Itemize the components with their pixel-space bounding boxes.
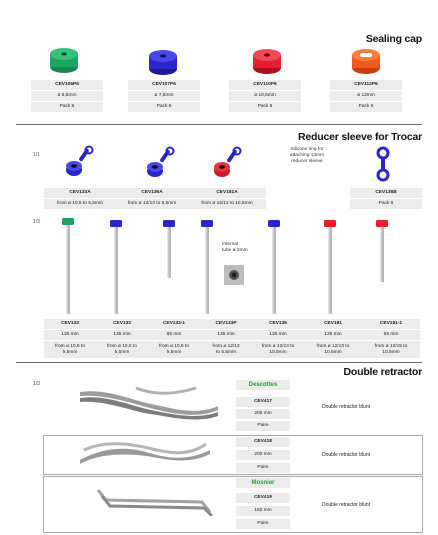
section-divider [16,124,422,125]
ring-ref: CEV136A [116,188,188,199]
retractor-pack: Paire [236,463,290,474]
sleeve-length: 135 mm [252,330,304,341]
ring-pack: Pack 6 [350,199,422,210]
reducer-sleeve-rod [110,220,122,314]
sleeve-range: from ø 10,5 to 5,5mm [44,341,96,359]
sleeve-range: from ø 12/15 to 10,5mm [362,341,420,359]
sleeve-length: 65 mm [362,330,420,341]
retractor-brand: Mosnier [236,478,290,489]
retractor-length: 200 mm [236,450,290,461]
reducer-sleeve-rod [201,220,213,314]
sleeve-ref: CEV133-1 [148,319,200,330]
internal-tube-icon [224,265,244,285]
reducer-ring-blue [147,146,175,177]
sleeve-ref: CEV181-1 [362,319,420,330]
cap-size: ø 10,5mm [229,91,301,102]
retractor-image [80,442,210,464]
reducer-sleeve-rod [62,218,74,314]
internal-tube-note: Internal tube ø 3mm [222,242,248,253]
sleeve-ref: CEV136 [252,319,304,330]
reducer-sleeve-rod [324,220,336,314]
cap-ref: CEV112P6 [330,80,402,91]
reducer-sleeve-short [163,220,175,278]
cap-size: ø 7,5mm [128,91,200,102]
retractor-pack: Paire [236,421,290,432]
sleeve-length: 135 mm [44,330,96,341]
sealing-cap-green [50,48,78,73]
ring-ref: CEV133A [44,188,116,199]
retractor-pack: Paire [236,519,290,530]
section-divider [16,362,422,363]
sleeve-length: 135 mm [96,330,148,341]
sleeve-ref: CEV181 [304,319,362,330]
retractor-row-frame [43,476,423,533]
cap-pack: Pack 6 [31,102,103,113]
reducer-sleeve-short [376,220,388,282]
sleeve-range: from ø 10,5 to 5,5mm [96,341,148,359]
retractor-image [96,489,214,516]
retractor-ref: CEV417 [236,397,290,408]
reducer-title: Reducer sleeve for Trocar [298,131,422,143]
cap-ref: CEV107P6 [128,80,200,91]
scale-label: 1/3 [33,381,40,387]
cap-size: ø 12mm [330,91,402,102]
cap-pack: Pack 6 [330,102,402,113]
reducer-ring-red [214,146,242,177]
retractor-ref: CEV419 [236,493,290,504]
scale-label: 1/1 [33,152,40,158]
retractor-ref: CEV418 [236,437,290,448]
ring-range: from ø 12/13 to 10,5mm [188,199,266,210]
silicone-ring-icon [376,146,390,182]
sealing-cap-red [253,49,281,74]
retractor-description: Double retractor blunt [322,452,371,458]
retractor-description: Double retractor blunt [322,502,371,508]
cap-size: ø 5,5mm [31,91,103,102]
retractor-image [80,386,218,420]
sleeve-ref: CEV133 [44,319,96,330]
ring-ref: CEV135B [350,188,422,199]
ring-ref: CEV181A [188,188,266,199]
retractor-description: Double retractor blunt [322,404,371,410]
scale-label: 1/3 [33,219,40,225]
sleeve-ref: CEV133 [96,319,148,330]
cap-ref: CEV105P6 [31,80,103,91]
retractor-title: Double retractor [343,366,423,378]
retractor-row-frame [43,435,423,475]
retractor-length: 160 mm [236,506,290,517]
sleeve-length: 65 mm [148,330,200,341]
reducer-ring-blue [66,145,94,176]
sleeve-range: from ø 10,5 to 5,5mm [148,341,200,359]
ring-range: from ø 12/13 to 5,5mm [116,199,188,210]
reducer-sleeve-rod [268,220,280,314]
cap-pack: Pack 6 [128,102,200,113]
sleeve-range: from ø 12/13 to 10,5mm [252,341,304,359]
sleeve-range: from ø 12/13 to 5,5mm [200,341,252,359]
sleeve-length: 135 mm [200,330,252,341]
cap-pack: Pack 6 [229,102,301,113]
cap-ref: CEV110P6 [229,80,301,91]
retractor-brand: Descottes [236,380,290,391]
ring-range: from ø 10,5 to 5,5mm [44,199,116,210]
sealing-cap-orange [352,49,380,74]
sleeve-ref: CEV133P [200,319,252,330]
silicone-ring-note: Silicone ring for attaching 13mm reducer… [289,147,325,164]
retractor-length: 200 mm [236,409,290,420]
sleeve-length: 135 mm [304,330,362,341]
sleeve-range: from ø 12/13 to 10,5mm [304,341,362,359]
sealing-cap-title: Sealing cap [365,33,422,45]
sealing-cap-blue [149,50,177,75]
